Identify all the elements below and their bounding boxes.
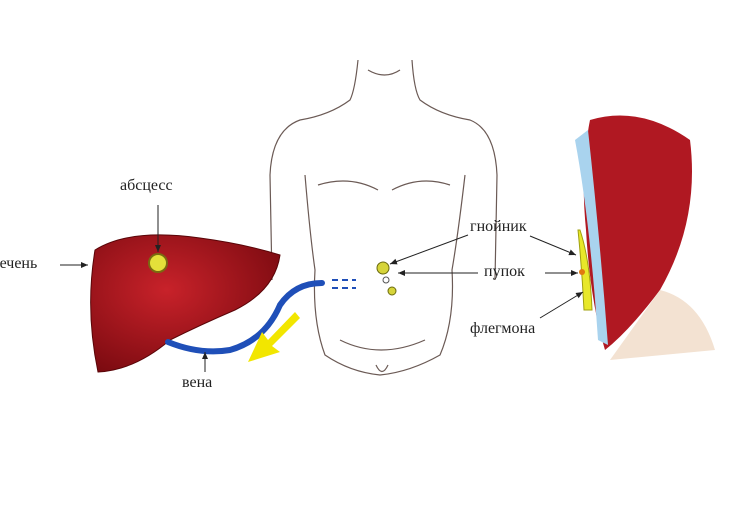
muscle-section (583, 115, 692, 350)
torso-outline (269, 59, 498, 376)
label-abscess: абсцесс (120, 177, 173, 194)
vein-tube (165, 280, 325, 355)
abscess-mark (148, 253, 168, 273)
liver-shape (90, 234, 281, 373)
pointer-lines (60, 205, 584, 372)
phlegmon-dot (579, 269, 585, 275)
vein-dashes (332, 279, 356, 289)
label-pustule: гнойник (470, 218, 527, 235)
small-pustule-mark (387, 286, 397, 296)
label-navel: пупок (484, 263, 525, 280)
label-phlegmon: флегмона (470, 320, 536, 337)
navel-mark (382, 276, 390, 284)
fascia-section (575, 130, 608, 345)
skin-section (610, 290, 715, 360)
phlegmon-mark (577, 229, 593, 311)
label-liver: печень (0, 255, 38, 272)
pustule-mark (376, 261, 390, 275)
flow-arrow (248, 312, 300, 362)
label-vein: вена (182, 374, 213, 391)
